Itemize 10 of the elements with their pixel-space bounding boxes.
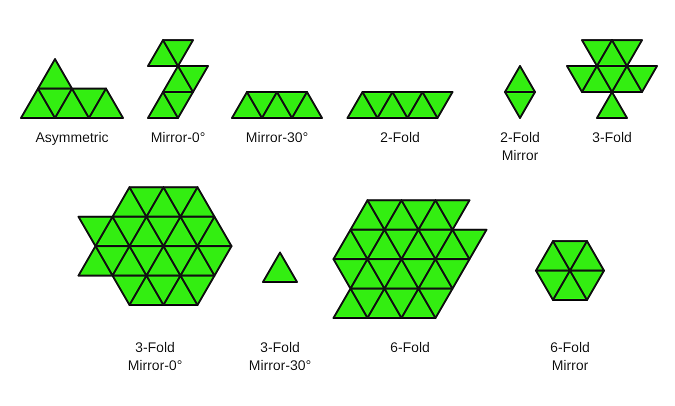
shape-label: 3-Fold Mirror-0° bbox=[126, 338, 184, 374]
shape-label: 6-Fold bbox=[389, 338, 431, 356]
shape-label: 2-Fold bbox=[379, 128, 421, 146]
shape-label: 6-Fold Mirror bbox=[549, 338, 591, 374]
shape-label: Asymmetric bbox=[34, 128, 110, 146]
shape-label: 3-Fold Mirror-30° bbox=[248, 338, 312, 374]
shape-label: Mirror-0° bbox=[150, 128, 206, 146]
shape-label: Mirror-30° bbox=[244, 128, 310, 146]
shape-label: 3-Fold bbox=[591, 128, 633, 146]
shape-label: 2-Fold Mirror bbox=[499, 128, 541, 164]
